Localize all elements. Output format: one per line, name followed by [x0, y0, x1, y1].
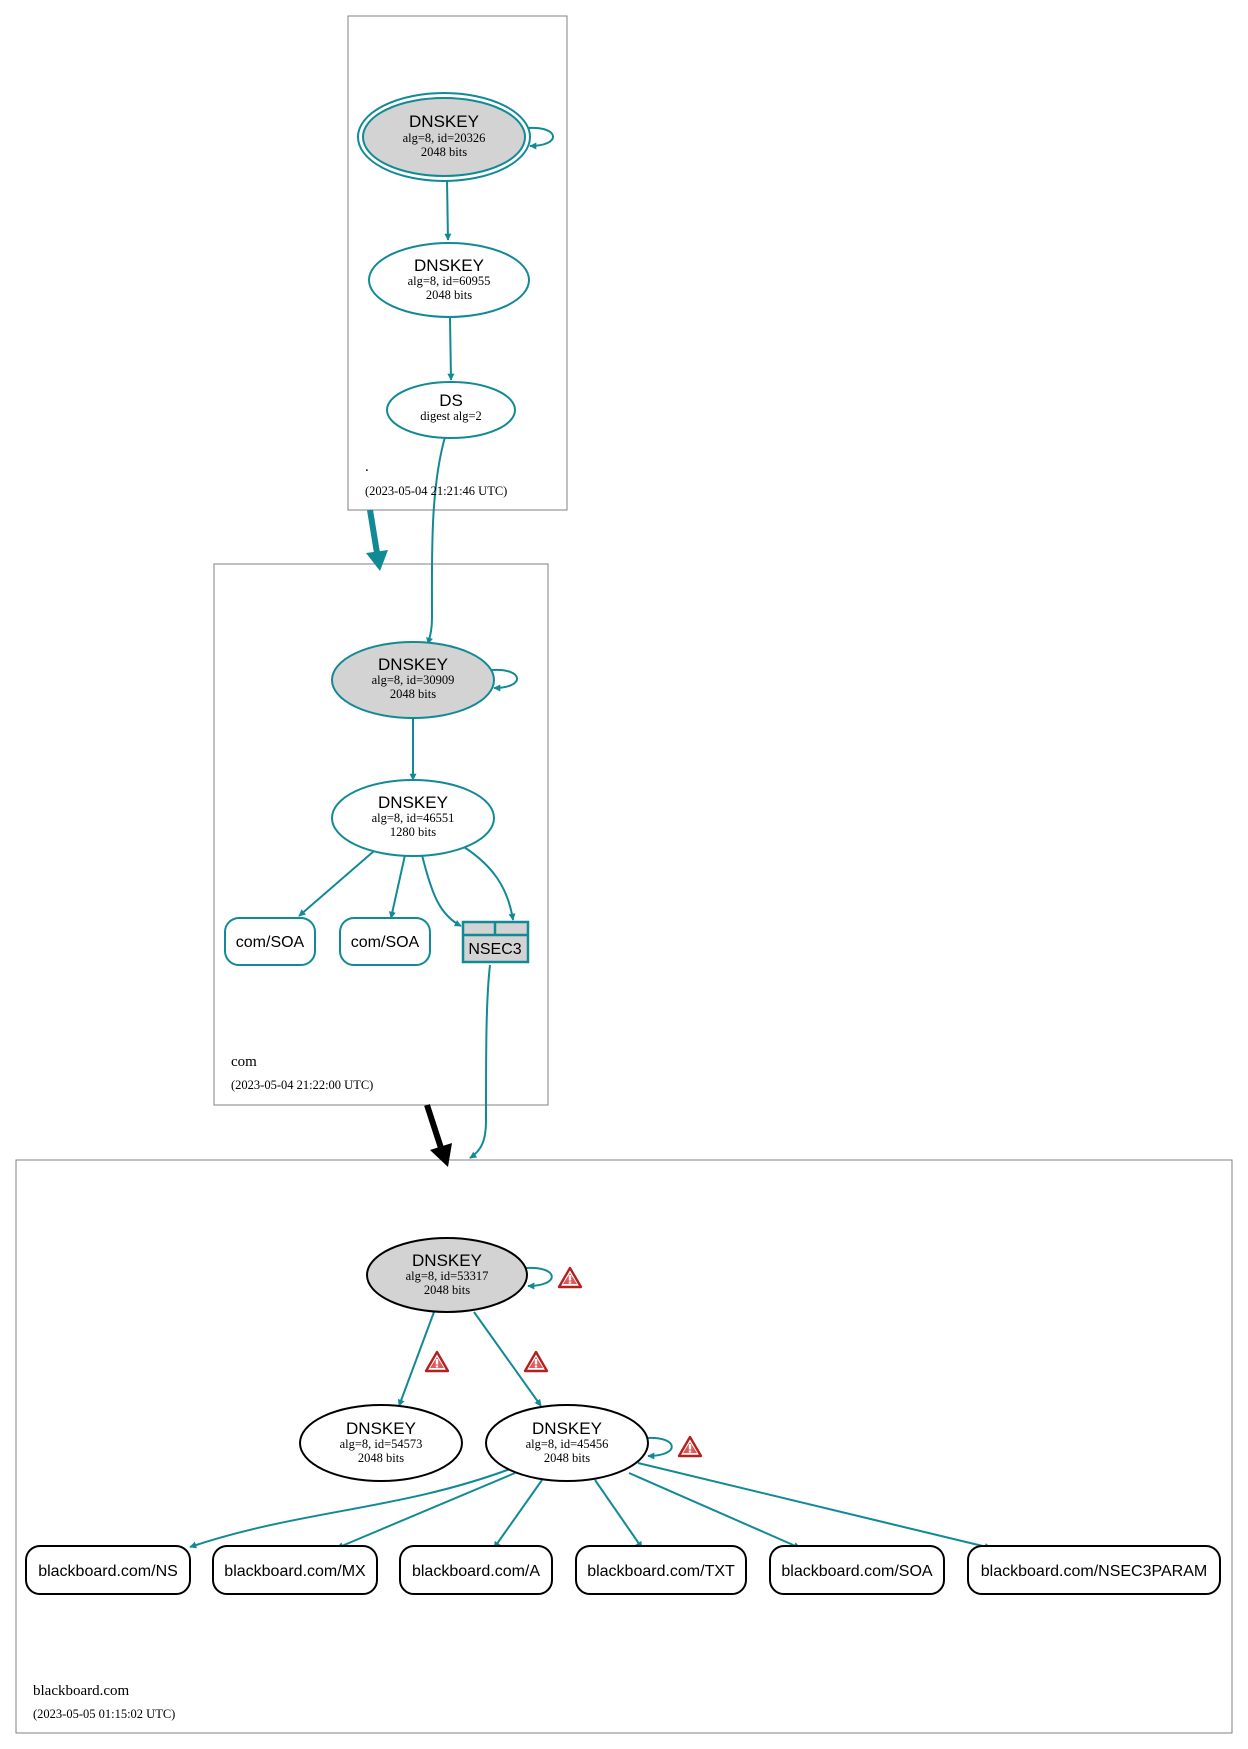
- com-soa1-node[interactable]: com/SOA: [224, 917, 316, 966]
- bb-key2-size: 2048 bits: [358, 1451, 404, 1465]
- bb-key2-title: DNSKEY: [346, 1419, 416, 1438]
- bb-key2-node[interactable]: DNSKEY alg=8, id=54573 2048 bits: [299, 1404, 463, 1482]
- zone-com-name: com: [231, 1054, 257, 1070]
- com-ksk-title: DNSKEY: [378, 655, 448, 674]
- edge-com-zsk-to-nsec3-a: [421, 854, 462, 927]
- com-zsk-node[interactable]: DNSKEY alg=8, id=46551 1280 bits: [331, 779, 495, 857]
- root-zsk-node[interactable]: DNSKEY alg=8, id=60955 2048 bits: [368, 242, 530, 318]
- edge-bb-key3-to-soa: [628, 1472, 801, 1549]
- bb-ksk-detail: alg=8, id=53317: [406, 1269, 489, 1283]
- com-soa2-label: com/SOA: [351, 934, 420, 951]
- warning-triangle-icon[interactable]: [557, 1266, 583, 1289]
- edge-root-ksk-self: [527, 126, 554, 150]
- com-zsk-title: DNSKEY: [378, 793, 448, 812]
- delegation-com-to-blackboard: [424, 1104, 452, 1167]
- edge-com-zsk-to-nsec3-b: [463, 846, 516, 921]
- edge-com-zsk-to-soa1: [298, 850, 375, 917]
- bb-record-soa-node[interactable]: blackboard.com/SOA: [769, 1545, 945, 1595]
- com-soa2-node[interactable]: com/SOA: [339, 917, 431, 966]
- bb-record-soa-label: blackboard.com/SOA: [781, 1563, 933, 1580]
- zone-blackboard-name: blackboard.com: [33, 1683, 130, 1699]
- com-ksk-detail: alg=8, id=30909: [372, 673, 455, 687]
- bb-ksk-title: DNSKEY: [412, 1251, 482, 1270]
- bb-record-txt-node[interactable]: blackboard.com/TXT: [575, 1545, 747, 1595]
- zone-blackboard-box: [15, 1159, 1233, 1734]
- edge-bb-key3-self: [645, 1436, 673, 1460]
- warning-triangle-icon[interactable]: [424, 1350, 450, 1373]
- com-zsk-size: 1280 bits: [390, 825, 436, 839]
- root-ksk-node[interactable]: DNSKEY alg=8, id=20326 2048 bits: [357, 92, 531, 182]
- bb-record-txt-label: blackboard.com/TXT: [587, 1563, 735, 1580]
- bb-record-mx-label: blackboard.com/MX: [224, 1563, 366, 1580]
- bb-record-ns-node[interactable]: blackboard.com/NS: [25, 1545, 191, 1595]
- edge-bb-key3-to-a: [493, 1479, 543, 1549]
- bb-key2-detail: alg=8, id=54573: [340, 1437, 423, 1451]
- zone-root-box: [347, 15, 568, 511]
- edge-bb-key3-to-mx: [336, 1472, 516, 1549]
- edge-root-zsk-to-ds: [447, 317, 455, 381]
- edge-bb-ksk-self: [525, 1266, 553, 1290]
- root-zsk-title: DNSKEY: [414, 256, 484, 275]
- bb-record-a-node[interactable]: blackboard.com/A: [399, 1545, 553, 1595]
- bb-record-ns-label: blackboard.com/NS: [38, 1563, 178, 1580]
- edge-bb-key3-to-ns: [189, 1468, 511, 1549]
- root-ksk-size: 2048 bits: [421, 145, 467, 159]
- root-zsk-size: 2048 bits: [426, 288, 472, 302]
- com-soa1-label: com/SOA: [236, 934, 305, 951]
- bb-key3-title: DNSKEY: [532, 1419, 602, 1438]
- bb-record-mx-node[interactable]: blackboard.com/MX: [212, 1545, 378, 1595]
- warning-triangle-icon[interactable]: [523, 1350, 549, 1373]
- bb-key3-node[interactable]: DNSKEY alg=8, id=45456 2048 bits: [485, 1404, 649, 1482]
- com-ksk-node[interactable]: DNSKEY alg=8, id=30909 2048 bits: [331, 641, 495, 719]
- root-ds-title: DS: [439, 391, 463, 410]
- warning-triangle-icon[interactable]: [677, 1435, 703, 1458]
- root-ds-node[interactable]: DS digest alg=2: [386, 381, 516, 439]
- bb-ksk-node[interactable]: DNSKEY alg=8, id=53317 2048 bits: [366, 1237, 528, 1313]
- com-ksk-size: 2048 bits: [390, 687, 436, 701]
- com-zsk-detail: alg=8, id=46551: [372, 811, 455, 825]
- edge-ds-to-com-ksk: [426, 436, 446, 645]
- bb-record-a-label: blackboard.com/A: [412, 1563, 540, 1580]
- edge-bb-key3-to-txt: [594, 1479, 643, 1549]
- edge-nsec3-to-blackboard: [469, 964, 491, 1159]
- root-ds-detail: digest alg=2: [420, 409, 482, 423]
- edge-bb-ksk-to-key3: [473, 1311, 542, 1407]
- com-nsec3-node[interactable]: NSEC3: [461, 920, 530, 964]
- bb-key3-detail: alg=8, id=45456: [526, 1437, 609, 1451]
- edge-root-ksk-to-zsk: [444, 179, 452, 241]
- zone-blackboard-timestamp: (2023-05-05 01:15:02 UTC): [33, 1707, 175, 1721]
- bb-record-nsec3param-node[interactable]: blackboard.com/NSEC3PARAM: [967, 1545, 1221, 1595]
- zone-com-timestamp: (2023-05-04 21:22:00 UTC): [231, 1078, 373, 1092]
- edge-bb-ksk-to-key2: [397, 1311, 435, 1407]
- zone-root-name: .: [365, 459, 369, 475]
- edge-bb-key3-to-nsec3param: [637, 1462, 992, 1550]
- bb-record-nsec3param-label: blackboard.com/NSEC3PARAM: [981, 1563, 1207, 1580]
- edge-com-ksk-self: [491, 668, 518, 692]
- edge-com-zsk-to-soa2: [388, 854, 406, 919]
- bb-key3-size: 2048 bits: [544, 1451, 590, 1465]
- root-ksk-title: DNSKEY: [409, 112, 479, 131]
- delegation-root-to-com: [366, 509, 388, 571]
- zone-root-timestamp: (2023-05-04 21:21:46 UTC): [365, 484, 507, 498]
- root-ksk-detail: alg=8, id=20326: [403, 131, 486, 145]
- com-nsec3-label: NSEC3: [468, 941, 521, 958]
- bb-ksk-size: 2048 bits: [424, 1283, 470, 1297]
- root-zsk-detail: alg=8, id=60955: [408, 274, 491, 288]
